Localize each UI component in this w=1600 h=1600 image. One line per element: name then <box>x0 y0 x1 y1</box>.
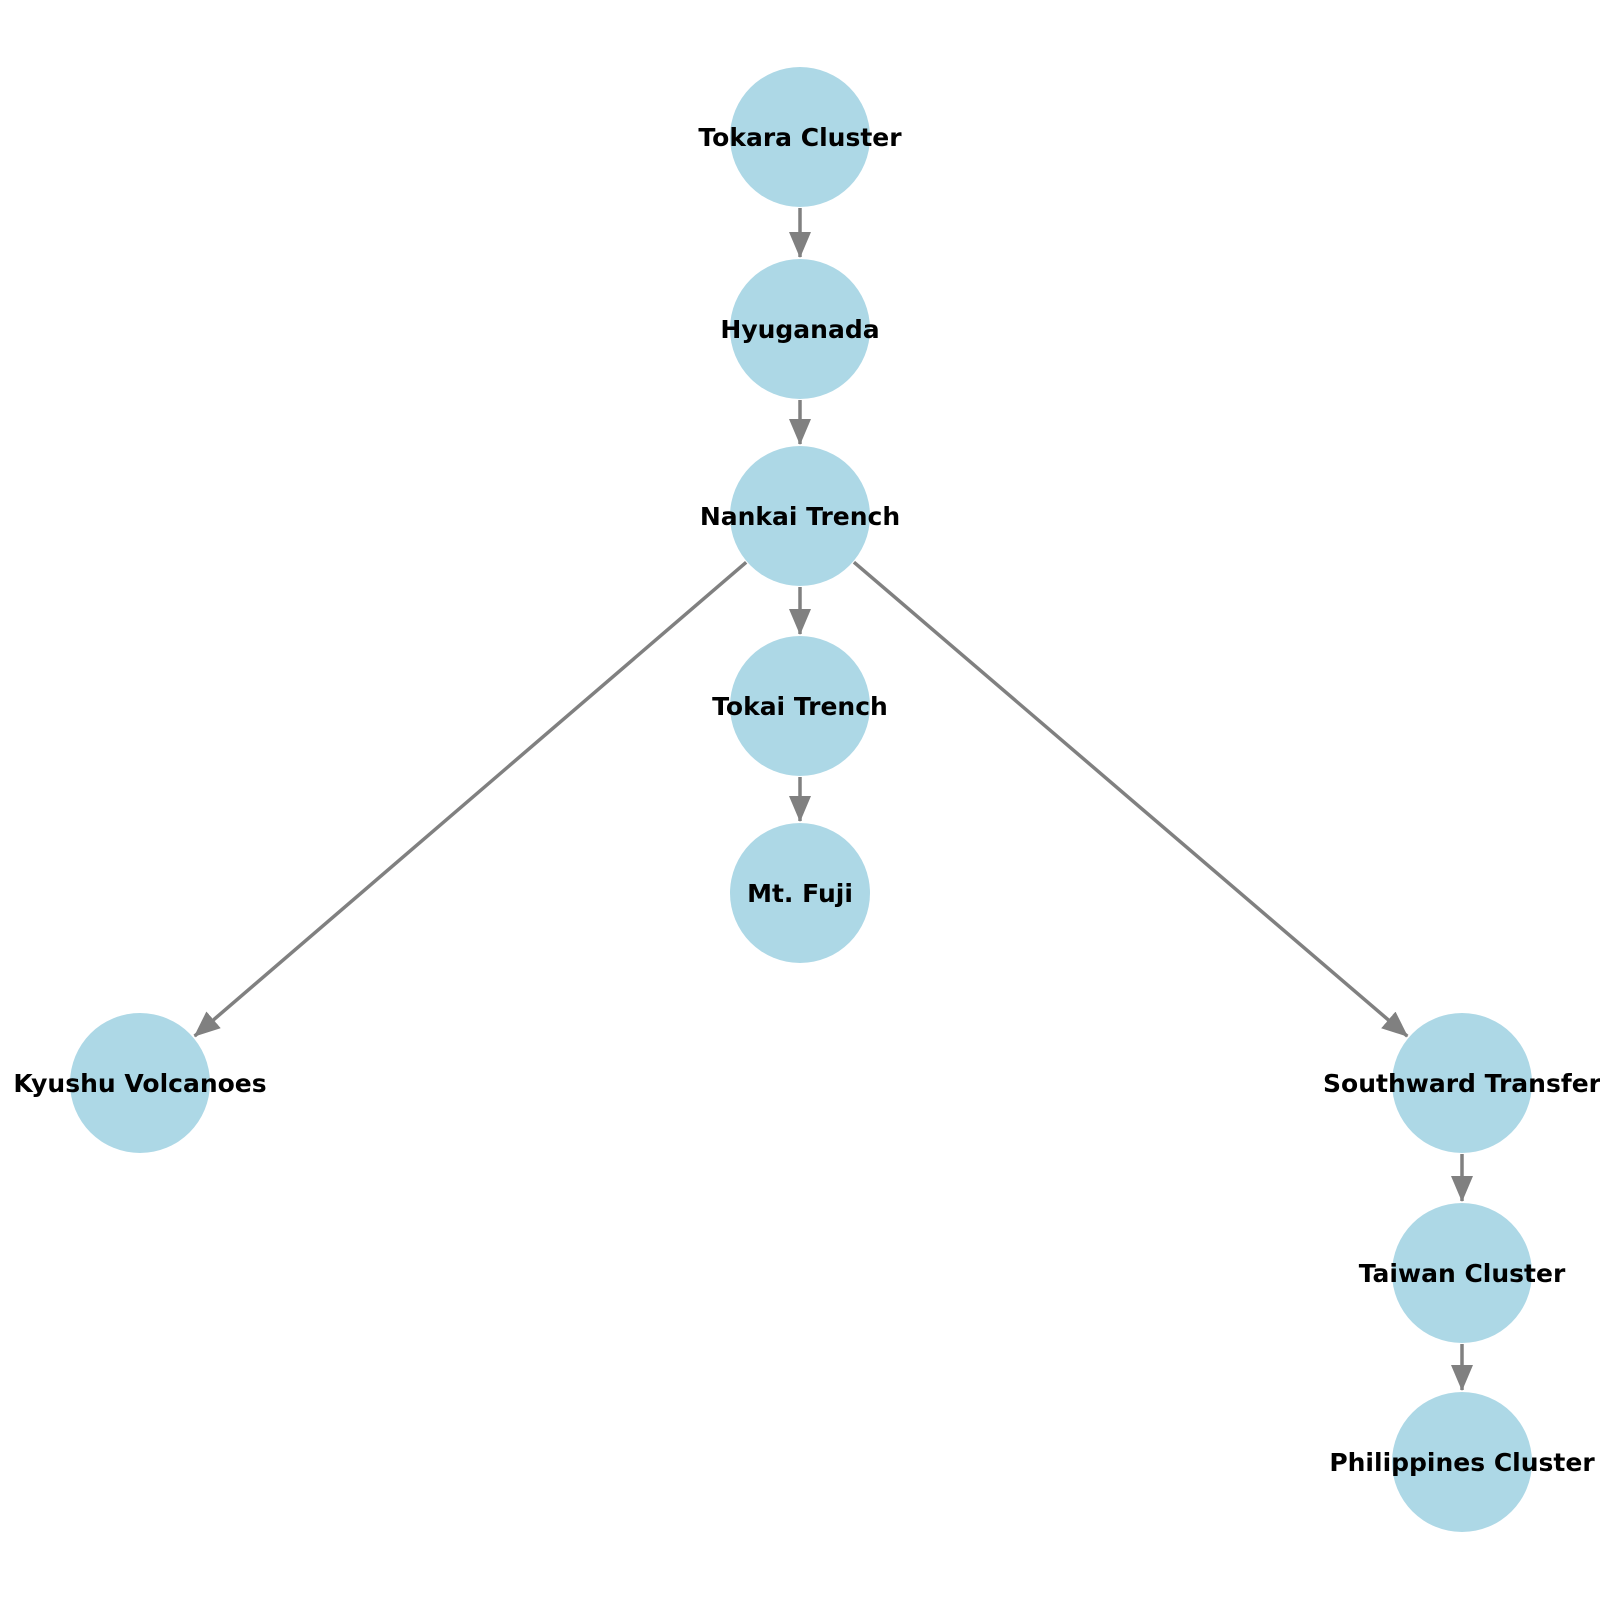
node-philippines-cluster: Philippines Cluster <box>1329 1392 1595 1532</box>
edge-nankai-trench-to-southward-transfer <box>852 560 1409 1038</box>
node-tokara-cluster: Tokara Cluster <box>698 67 902 207</box>
node-circle-hyuganada <box>730 259 870 399</box>
node-label-southward-transfer: Southward Transfer <box>1323 1069 1600 1098</box>
node-circle-mt-fuji <box>730 823 870 963</box>
node-kyushu-volcanoes: Kyushu Volcanoes <box>13 1013 267 1153</box>
node-label-nankai-trench: Nankai Trench <box>700 502 900 531</box>
node-hyuganada: Hyuganada <box>720 259 880 399</box>
node-label-mt-fuji: Mt. Fuji <box>747 879 853 908</box>
node-circle-tokai-trench <box>730 636 870 776</box>
edge-nankai-trench-to-kyushu-volcanoes <box>193 560 748 1038</box>
node-label-philippines-cluster: Philippines Cluster <box>1329 1448 1595 1477</box>
node-circle-tokara-cluster <box>730 67 870 207</box>
node-circle-kyushu-volcanoes <box>70 1013 210 1153</box>
node-tokai-trench: Tokai Trench <box>712 636 888 776</box>
node-label-tokara-cluster: Tokara Cluster <box>698 123 902 152</box>
node-circle-southward-transfer <box>1392 1013 1532 1153</box>
node-circle-nankai-trench <box>730 446 870 586</box>
node-label-kyushu-volcanoes: Kyushu Volcanoes <box>13 1069 266 1098</box>
node-southward-transfer: Southward Transfer <box>1323 1013 1600 1153</box>
node-circle-taiwan-cluster <box>1392 1203 1532 1343</box>
node-label-hyuganada: Hyuganada <box>720 315 879 344</box>
node-nankai-trench: Nankai Trench <box>700 446 900 586</box>
edges-layer <box>193 208 1473 1391</box>
node-label-taiwan-cluster: Taiwan Cluster <box>1359 1259 1566 1288</box>
node-circle-philippines-cluster <box>1392 1392 1532 1532</box>
node-mt-fuji: Mt. Fuji <box>730 823 870 963</box>
node-label-tokai-trench: Tokai Trench <box>712 692 888 721</box>
node-taiwan-cluster: Taiwan Cluster <box>1359 1203 1566 1343</box>
